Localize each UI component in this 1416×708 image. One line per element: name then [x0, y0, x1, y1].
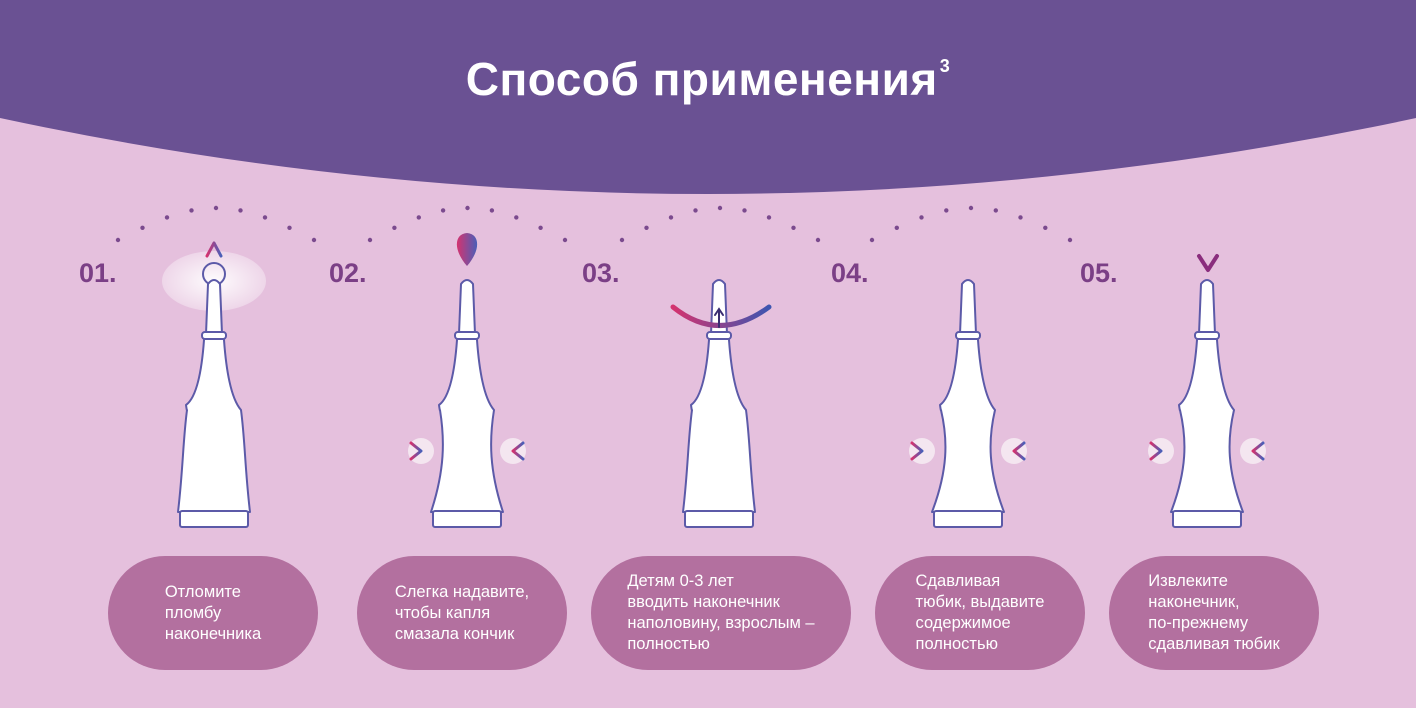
- tube-collar: [706, 331, 732, 340]
- tube-base: [933, 510, 1003, 528]
- arrow-down-icon: [1197, 254, 1219, 272]
- header-banner: [0, 0, 1416, 194]
- press-arrow-left-icon: [1012, 441, 1026, 461]
- press-arrow-right-icon: [910, 441, 924, 461]
- tube-5: [1148, 227, 1266, 528]
- tube-3: [670, 279, 772, 528]
- tube-base: [1172, 510, 1242, 528]
- step-number-4: 04.: [831, 258, 869, 288]
- step-number-3: 03.: [582, 258, 620, 288]
- title-footnote: 3: [939, 56, 951, 76]
- tube-base: [432, 510, 502, 528]
- tube-base: [179, 510, 249, 528]
- arrow-up-icon: [205, 241, 223, 258]
- tube-collar: [454, 331, 480, 340]
- insert-arc-icon: [670, 304, 772, 328]
- tube-1: [162, 241, 266, 528]
- step-text-3: Детям 0-3 лет вводить наконечник наполов…: [627, 572, 815, 653]
- tube-base: [684, 510, 754, 528]
- tube-body: [1170, 279, 1244, 513]
- step-card-5: Извлеките наконечник, по-прежнему сдавли…: [1109, 556, 1319, 670]
- step-text-2: Слегка надавите, чтобы капля смазала кон…: [394, 582, 530, 643]
- press-arrow-left-icon: [511, 441, 525, 461]
- tube-collar: [955, 331, 981, 340]
- tube-body: [177, 279, 251, 513]
- step-text-5: Извлеките наконечник, по-прежнему сдавли…: [1148, 572, 1280, 653]
- press-arrow-right-icon: [1149, 441, 1163, 461]
- step-text-4: Сдавливая тюбик, выдавите содержимое пол…: [915, 572, 1045, 653]
- tube-body: [430, 279, 504, 513]
- tube-collar: [201, 331, 227, 340]
- press-arrow-left-icon: [1251, 441, 1265, 461]
- step-card-3: Детям 0-3 лет вводить наконечник наполов…: [591, 556, 851, 670]
- step-number-2: 02.: [329, 258, 367, 288]
- tube-4: [909, 279, 1027, 528]
- dotted-path: [115, 205, 1073, 243]
- drop-icon: [456, 233, 478, 266]
- tube-collar: [1194, 331, 1220, 340]
- page-title-text: Способ применения: [465, 53, 938, 105]
- press-arrow-right-icon: [409, 441, 423, 461]
- illustration: [115, 205, 1266, 528]
- insert-arrow-icon: [714, 307, 724, 328]
- step-card-4: Сдавливая тюбик, выдавите содержимое пол…: [875, 556, 1085, 670]
- step-card-1: Отломите пломбу наконечника: [108, 556, 318, 670]
- step-number-5: 05.: [1080, 258, 1118, 288]
- step-card-2: Слегка надавите, чтобы капля смазала кон…: [357, 556, 567, 670]
- tube-body: [931, 279, 1005, 513]
- tube-2: [408, 233, 526, 528]
- step-text-1: Отломите пломбу наконечника: [164, 582, 262, 643]
- step-number-1: 01.: [79, 258, 117, 288]
